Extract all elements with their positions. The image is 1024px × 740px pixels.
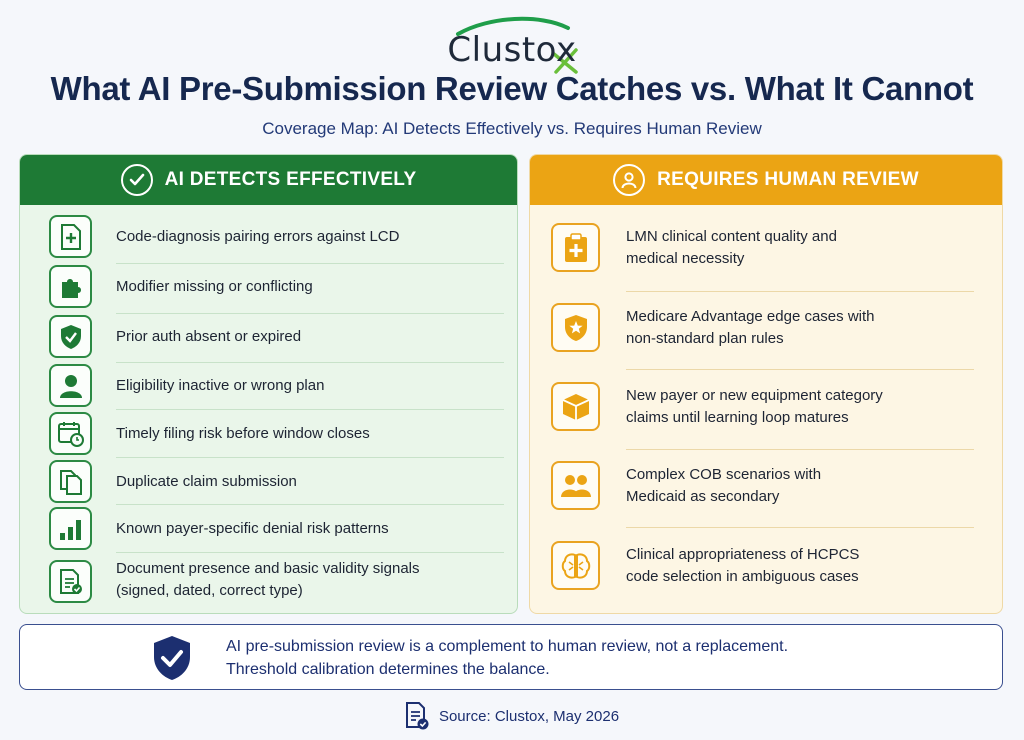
brain-icon	[551, 541, 600, 590]
divider	[116, 457, 504, 458]
list-item: Timely filing risk before window closes	[20, 410, 517, 458]
document-check-icon	[405, 702, 429, 730]
duplicate-docs-icon	[49, 460, 92, 503]
divider	[626, 449, 974, 450]
ai-detects-header: AI DETECTS EFFECTIVELY	[20, 155, 517, 205]
list-item: Known payer-specific denial risk pattern…	[20, 505, 517, 553]
list-item: Complex COB scenarios with Medicaid as s…	[530, 456, 1002, 522]
list-item: Modifier missing or conflicting	[20, 263, 517, 311]
list-item: LMN clinical content quality and medical…	[530, 218, 1002, 284]
divider	[626, 291, 974, 292]
divider	[116, 552, 504, 553]
divider	[116, 409, 504, 410]
shield-star-icon	[551, 303, 600, 352]
source-line: Source: Clustox, May 2026	[0, 700, 1024, 732]
requires-human-header: REQUIRES HUMAN REVIEW	[530, 155, 1002, 205]
callout-box: AI pre-submission review is a complement…	[19, 624, 1003, 690]
list-item-text: Complex COB scenarios with Medicaid as s…	[626, 466, 822, 505]
ai-detects-heading: AI DETECTS EFFECTIVELY	[164, 169, 417, 190]
list-item: Eligibility inactive or wrong plan	[20, 362, 517, 410]
list-item: Prior auth absent or expired	[20, 313, 517, 361]
shield-check-icon	[49, 315, 92, 358]
page-title: What AI Pre-Submission Review Catches vs…	[50, 70, 974, 107]
people-icon	[551, 461, 600, 510]
list-item-text: Medicare Advantage edge cases with non-s…	[626, 308, 875, 347]
list-item-text: Timely filing risk before window closes	[116, 425, 370, 442]
requires-human-list: LMN clinical content quality and medical…	[530, 205, 1002, 613]
logo-swoosh-icon	[456, 16, 578, 74]
list-item-text: Prior auth absent or expired	[116, 328, 302, 345]
document-plus-icon	[49, 215, 92, 258]
list-item-text: Eligibility inactive or wrong plan	[116, 377, 325, 394]
check-circle-icon	[120, 164, 153, 196]
shield-check-icon	[154, 636, 190, 680]
bar-chart-icon	[49, 507, 92, 550]
document-check-icon	[49, 560, 92, 603]
list-item-text: Code-diagnosis pairing errors against LC…	[116, 228, 400, 245]
list-item-text: Duplicate claim submission	[116, 473, 297, 490]
requires-human-heading: REQUIRES HUMAN REVIEW	[657, 169, 919, 190]
person-circle-icon	[613, 164, 646, 196]
ai-detects-panel: AI DETECTS EFFECTIVELY Code-diagnosis pa…	[19, 154, 518, 614]
divider	[116, 263, 504, 264]
divider	[626, 369, 974, 370]
list-item: Duplicate claim submission	[20, 458, 517, 506]
divider	[116, 504, 504, 505]
ai-detects-list: Code-diagnosis pairing errors against LC…	[20, 205, 517, 613]
list-item-text: LMN clinical content quality and medical…	[626, 228, 837, 267]
list-item-text: New payer or new equipment category clai…	[626, 387, 883, 426]
list-item: Document presence and basic validity sig…	[20, 554, 517, 612]
page-subtitle: Coverage Map: AI Detects Effectively vs.…	[262, 119, 762, 138]
list-item: Medicare Advantage edge cases with non-s…	[530, 298, 1002, 364]
clipboard-medical-icon	[551, 223, 600, 272]
divider	[626, 527, 974, 528]
user-icon	[49, 364, 92, 407]
list-item-text: Modifier missing or conflicting	[116, 278, 313, 295]
puzzle-icon	[49, 265, 92, 308]
callout-text: AI pre-submission review is a complement…	[226, 638, 789, 678]
list-item: Clinical appropriateness of HCPCS code s…	[530, 536, 1002, 602]
list-item-text: Clinical appropriateness of HCPCS code s…	[626, 546, 860, 585]
box-icon	[551, 382, 600, 431]
brand-logo: Clustox	[0, 8, 1024, 74]
list-item: New payer or new equipment category clai…	[530, 377, 1002, 443]
list-item-text: Document presence and basic validity sig…	[116, 560, 420, 599]
divider	[116, 313, 504, 314]
list-item-text: Known payer-specific denial risk pattern…	[116, 520, 389, 537]
calendar-clock-icon	[49, 412, 92, 455]
logo-wordmark: Clustox	[447, 30, 577, 70]
divider	[116, 362, 504, 363]
list-item: Code-diagnosis pairing errors against LC…	[20, 213, 517, 261]
source-text: Source: Clustox, May 2026	[438, 707, 620, 725]
requires-human-panel: REQUIRES HUMAN REVIEW LMN clinical conte…	[529, 154, 1003, 614]
